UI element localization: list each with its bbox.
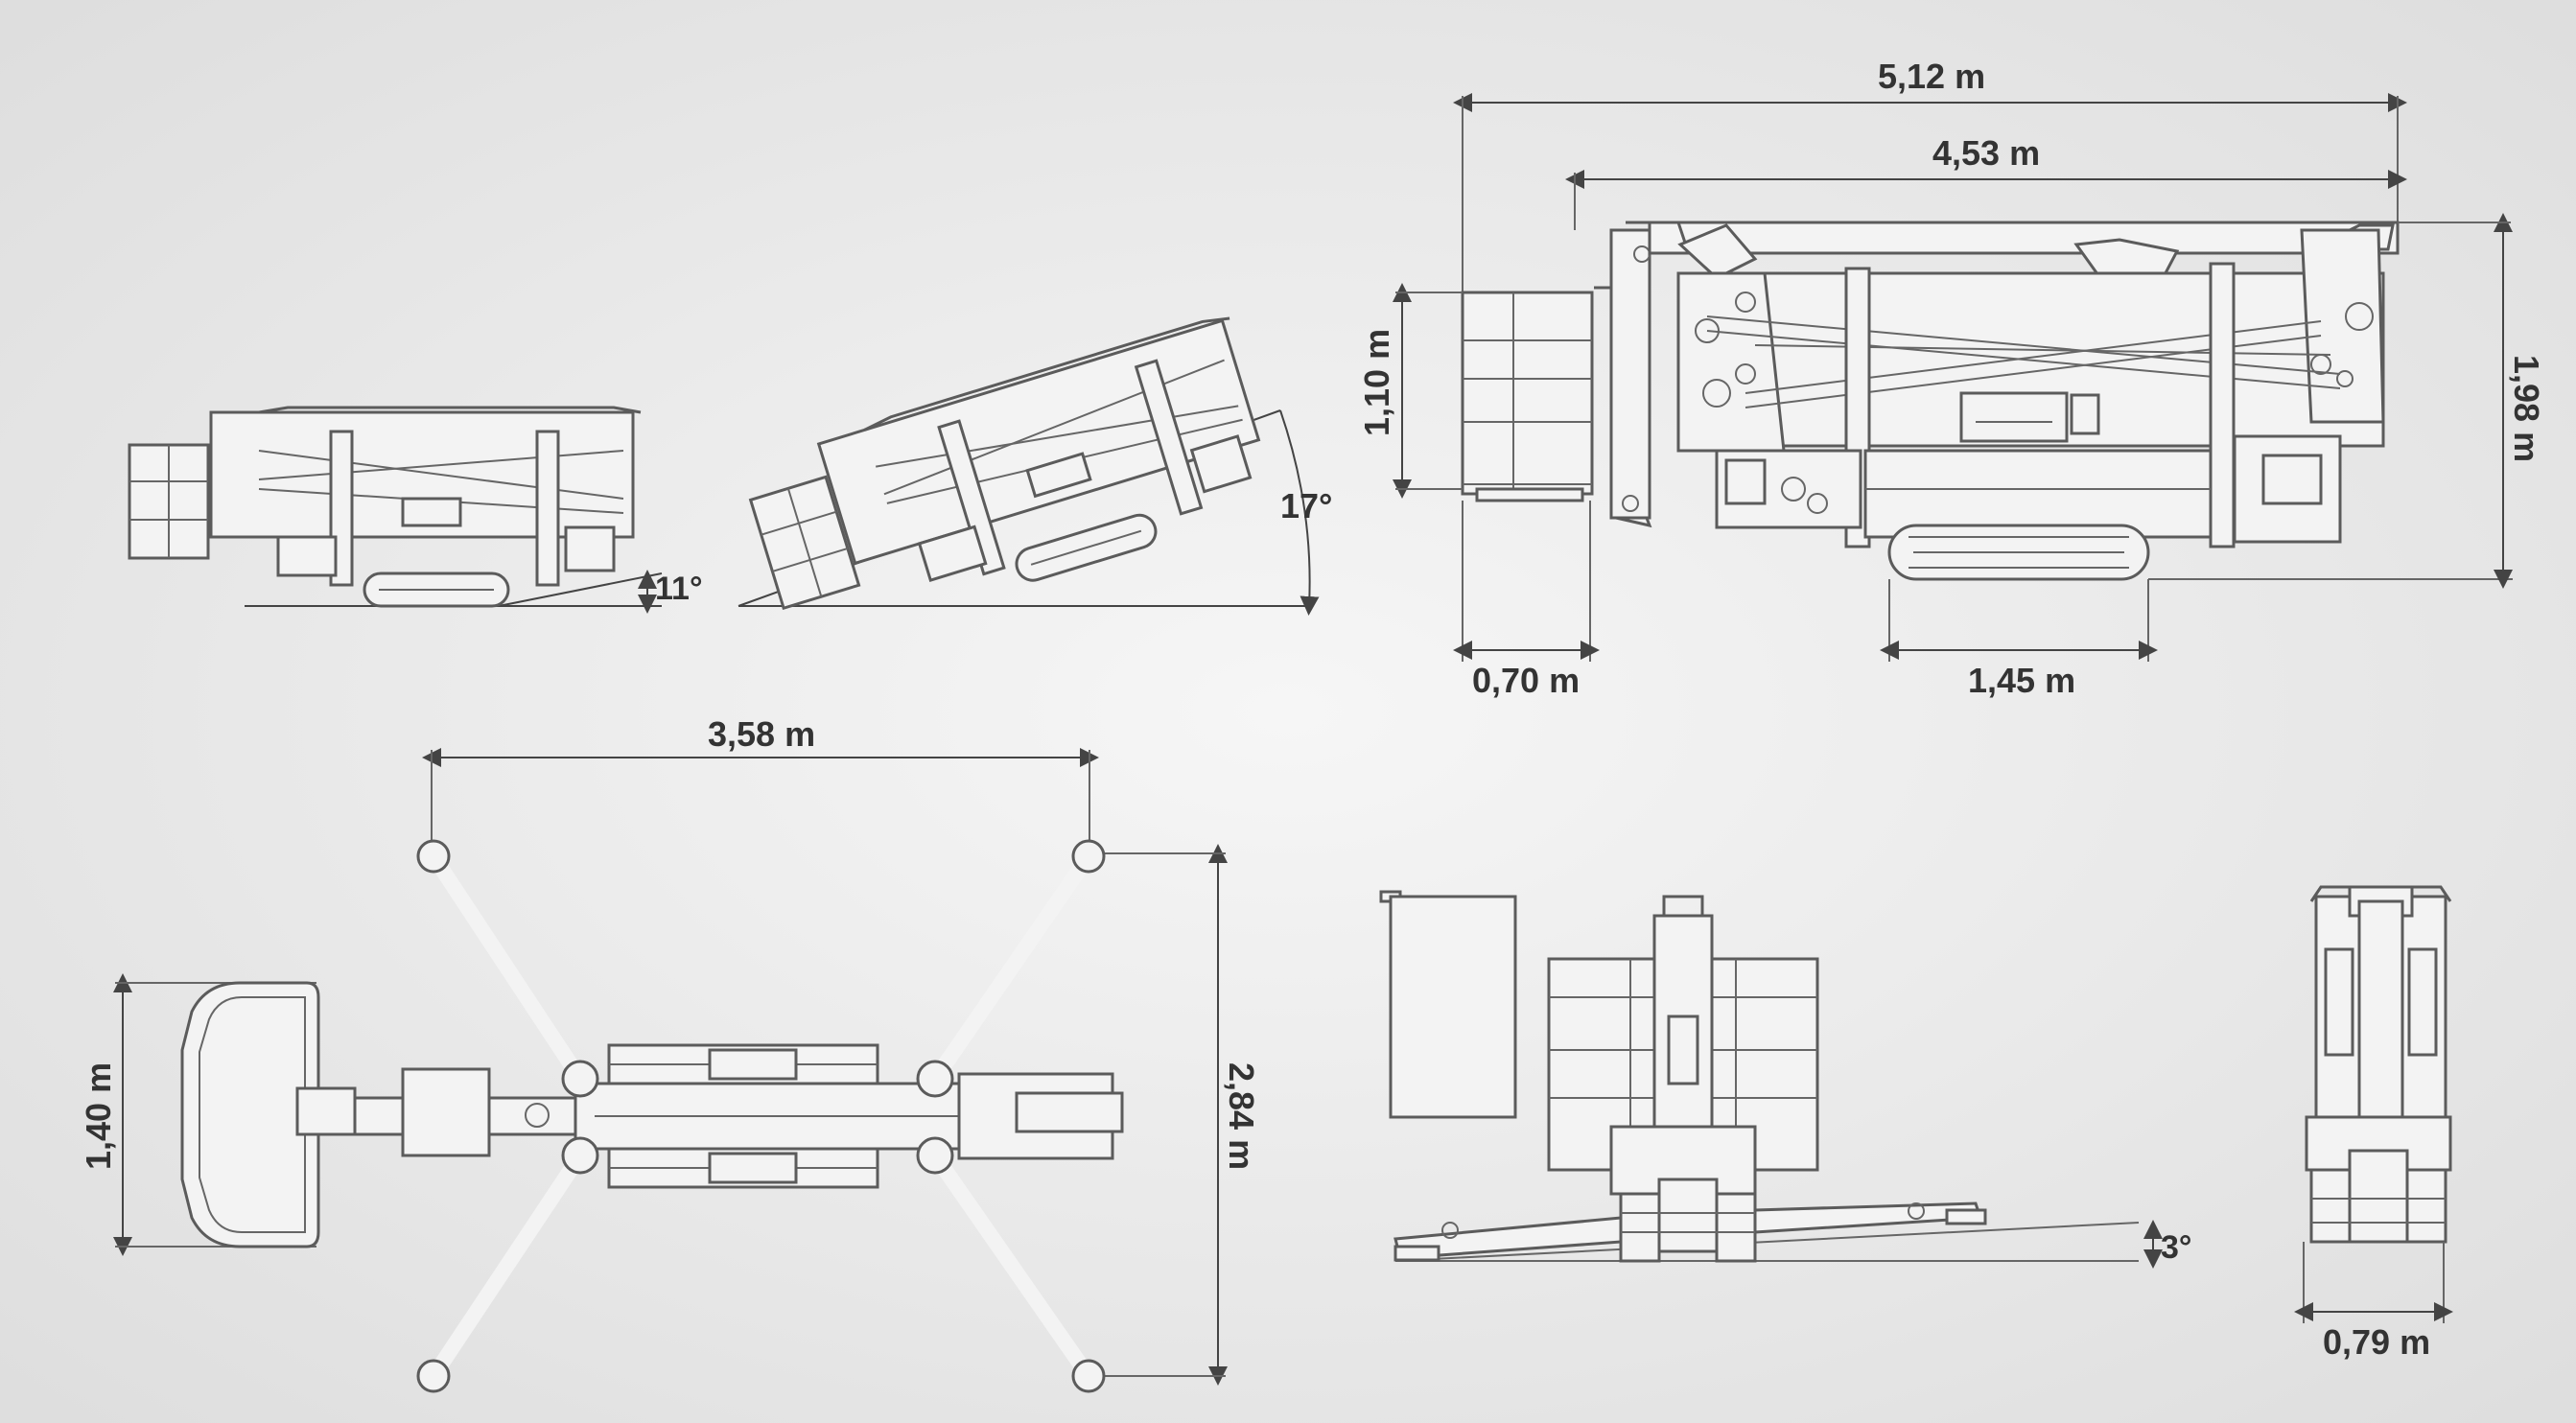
front-view: 0,79 m xyxy=(1379,885,2453,1362)
overall-length-label: 5,12 m xyxy=(1878,57,1985,96)
stowed-length-label: 4,53 m xyxy=(1932,133,2040,173)
side-elevation: 5,12 m 4,53 m 1,10 m xyxy=(1357,57,2546,700)
angle-3-label: 3° xyxy=(2161,1229,2192,1266)
angle-11-label: 11° xyxy=(655,571,703,607)
outrigger-span-length-label: 3,58 m xyxy=(708,714,815,754)
top-view: 3,58 m 2,84 m 1,40 m xyxy=(79,714,1261,1393)
angle-17-label: 17° xyxy=(1280,486,1332,525)
side-view-slope: 17° xyxy=(738,316,1332,616)
rear-view-slope: 3° xyxy=(1393,895,2192,1269)
track-length-label: 1,45 m xyxy=(1968,661,2075,700)
machine-width-label: 0,79 m xyxy=(2323,1322,2430,1362)
outrigger-span-width-label: 2,84 m xyxy=(1222,1062,1261,1170)
basket-width-label: 1,40 m xyxy=(79,1062,118,1170)
side-view-small: 11° xyxy=(128,406,703,614)
overall-height-label: 1,98 m xyxy=(2507,355,2546,462)
basket-height-label: 1,10 m xyxy=(1357,329,1396,436)
basket-depth-label: 0,70 m xyxy=(1472,661,1580,700)
